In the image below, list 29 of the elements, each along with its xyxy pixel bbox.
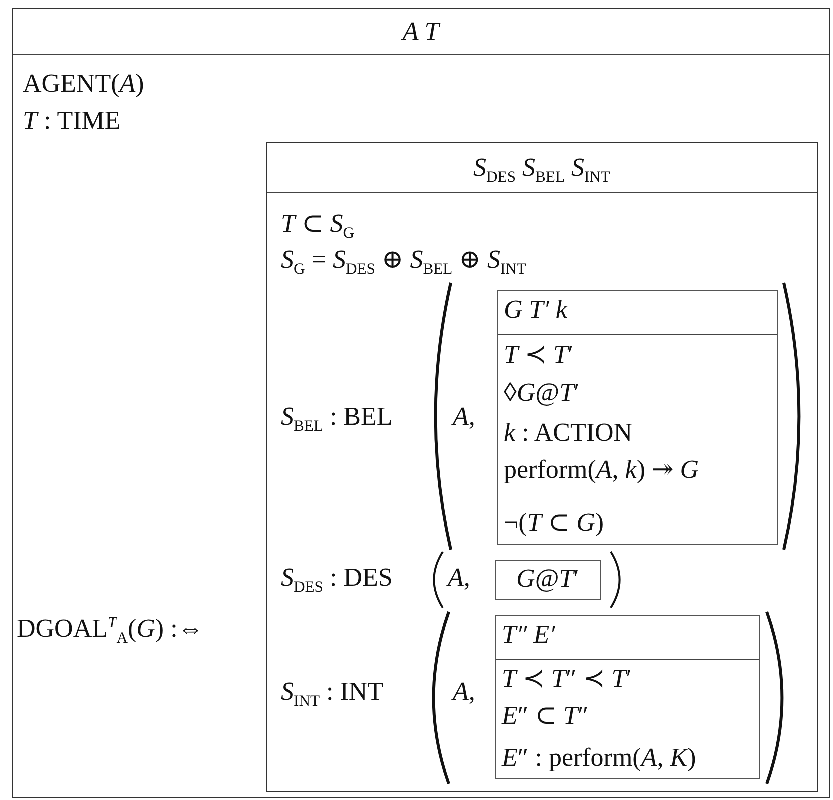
- condition-text: DGOAL$^{T}$$_{A}$(G) :⇔: [17, 613, 204, 650]
- condition-text: E″ ⊂ T″: [502, 700, 589, 732]
- drs-box: [495, 615, 760, 779]
- condition-text: A,: [453, 401, 476, 433]
- condition-text: S$_{BEL}$ : BEL: [281, 401, 393, 438]
- condition-text: S$_{G}$ = S$_{DES}$ ⊕ S$_{BEL}$ ⊕ S$_{INT}$: [281, 244, 526, 280]
- box-header-text: G T′ k: [504, 294, 568, 326]
- condition-text: E″ : perform(A, K): [502, 742, 696, 774]
- box-header-text: A T: [400, 16, 442, 48]
- condition-text: S$_{DES}$ : DES: [281, 562, 393, 598]
- condition-text: AGENT(A): [23, 68, 144, 100]
- drs-box: [497, 290, 778, 545]
- condition-text: ◊G@T′: [504, 377, 580, 409]
- box-header-text: S$_{DES}$ S$_{BEL}$ S$_{INT}$: [472, 152, 612, 188]
- condition-text: ¬(T ⊂ G): [504, 507, 604, 539]
- condition-text: T ⊂ S$_{G}$: [281, 208, 355, 244]
- condition-text: T : TIME: [23, 105, 121, 137]
- condition-text: T ≺ T″ ≺ T′: [502, 663, 632, 695]
- drs-box: [266, 142, 818, 792]
- drs-box: [12, 8, 830, 798]
- condition-text: S$_{INT}$ : INT: [281, 676, 384, 712]
- condition-text: A,: [448, 562, 470, 594]
- condition-text: G@T′: [516, 563, 580, 595]
- condition-text: k : ACTION: [504, 417, 633, 449]
- drs-box: [495, 560, 601, 600]
- condition-text: perform(A, k) ↠ G: [504, 454, 700, 486]
- condition-text: A,: [453, 676, 476, 708]
- box-header-text: T″ E′: [502, 619, 556, 651]
- condition-text: T ≺ T′: [504, 339, 574, 371]
